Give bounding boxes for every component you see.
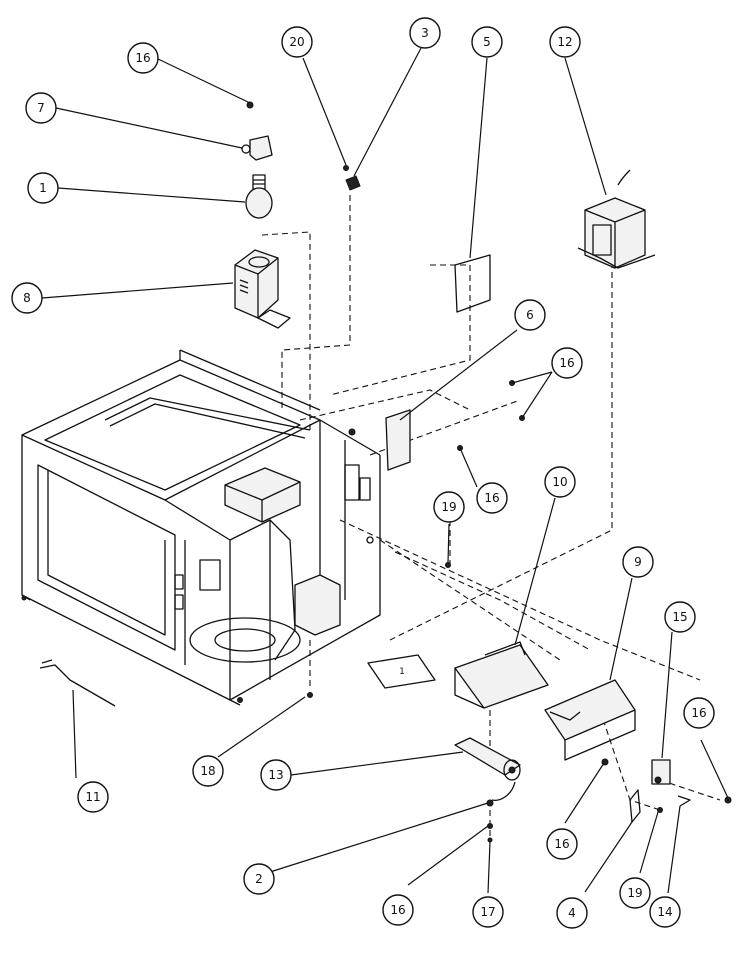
callout-3: 3 xyxy=(409,17,441,49)
callout-4: 4 xyxy=(556,897,588,929)
callout-16-center: 16 xyxy=(476,482,508,514)
svg-text:8: 8 xyxy=(23,291,31,305)
callout-6: 6 xyxy=(514,299,546,331)
callout-19-bottom: 19 xyxy=(619,877,651,909)
callout-19-mid: 19 xyxy=(433,491,465,523)
transformer-part-12 xyxy=(577,169,656,269)
lamp-bulb-part-1 xyxy=(245,174,273,219)
callout-9: 9 xyxy=(622,546,654,578)
oven-cabinet xyxy=(21,349,381,706)
svg-text:19: 19 xyxy=(627,886,642,900)
callout-16-right: 16 xyxy=(683,697,715,729)
screw-part-17 xyxy=(487,837,493,843)
svg-text:20: 20 xyxy=(289,35,304,49)
screw-part-19-bottom xyxy=(657,807,663,813)
capacitor-part-13 xyxy=(454,737,521,801)
callout-10: 10 xyxy=(544,466,576,498)
callout-8: 8 xyxy=(11,282,43,314)
callout-20: 20 xyxy=(281,26,313,58)
leader-lines xyxy=(41,47,729,894)
svg-text:5: 5 xyxy=(483,35,491,49)
svg-text:16: 16 xyxy=(135,51,150,65)
svg-text:17: 17 xyxy=(480,905,495,919)
bracket-part-9 xyxy=(544,679,636,761)
svg-text:6: 6 xyxy=(526,308,534,322)
svg-text:7: 7 xyxy=(37,101,45,115)
assembly-guide-lines xyxy=(261,195,721,840)
screw-part-18 xyxy=(307,692,313,698)
screw-part-16-bottom xyxy=(487,823,493,829)
callout-11: 11 xyxy=(77,781,109,813)
svg-text:3: 3 xyxy=(421,26,429,40)
callout-5: 5 xyxy=(471,26,503,58)
svg-text:4: 4 xyxy=(568,906,576,920)
clip-part-3 xyxy=(345,175,361,191)
callout-15: 15 xyxy=(664,601,696,633)
callout-12: 12 xyxy=(549,26,581,58)
callout-1: 1 xyxy=(27,172,59,204)
svg-text:15: 15 xyxy=(672,610,687,624)
switch-part-15 xyxy=(651,759,671,785)
callout-16-bottom: 16 xyxy=(382,894,414,926)
callout-18: 18 xyxy=(192,755,224,787)
callout-14: 14 xyxy=(649,896,681,928)
svg-text:16: 16 xyxy=(484,491,499,505)
svg-text:9: 9 xyxy=(634,555,642,569)
callout-17: 17 xyxy=(472,896,504,928)
svg-text:16: 16 xyxy=(390,903,405,917)
callout-16-top: 16 xyxy=(127,42,159,74)
svg-text:10: 10 xyxy=(552,475,567,489)
plate-part-6 xyxy=(385,409,411,471)
base-label-plate: 1 xyxy=(367,654,436,689)
bracket-part-10 xyxy=(454,641,549,709)
callout-2: 2 xyxy=(243,863,275,895)
svg-text:18: 18 xyxy=(200,764,215,778)
callouts: 16 7 1 8 20 3 5 12 6 16 16 19 10 9 15 16… xyxy=(11,17,715,929)
svg-text:2: 2 xyxy=(255,872,263,886)
rod-part-11 xyxy=(39,659,116,707)
svg-text:16: 16 xyxy=(559,356,574,370)
svg-text:1: 1 xyxy=(39,181,47,195)
label-card-part-5 xyxy=(454,254,491,313)
fastener-part-20 xyxy=(343,165,349,171)
svg-text:11: 11 xyxy=(85,790,100,804)
screws-part-16-mid xyxy=(457,380,525,451)
lamp-socket-part-7 xyxy=(241,135,273,161)
fuse-part-4 xyxy=(629,789,641,823)
callout-16-mid: 16 xyxy=(551,347,583,379)
lamp-bracket-part-8 xyxy=(234,249,291,329)
svg-text:19: 19 xyxy=(441,500,456,514)
screw-part-14 xyxy=(677,795,691,807)
svg-text:16: 16 xyxy=(691,706,706,720)
screw-part-19-mid xyxy=(445,562,451,568)
callout-7: 7 xyxy=(25,92,57,124)
screw-part-16-top xyxy=(246,101,254,109)
callout-16-lower-right: 16 xyxy=(546,828,578,860)
base-label-text: 1 xyxy=(399,667,405,677)
callout-13: 13 xyxy=(260,759,292,791)
svg-text:16: 16 xyxy=(554,837,569,851)
svg-text:14: 14 xyxy=(657,905,672,919)
svg-text:13: 13 xyxy=(268,768,283,782)
svg-text:12: 12 xyxy=(557,35,572,49)
